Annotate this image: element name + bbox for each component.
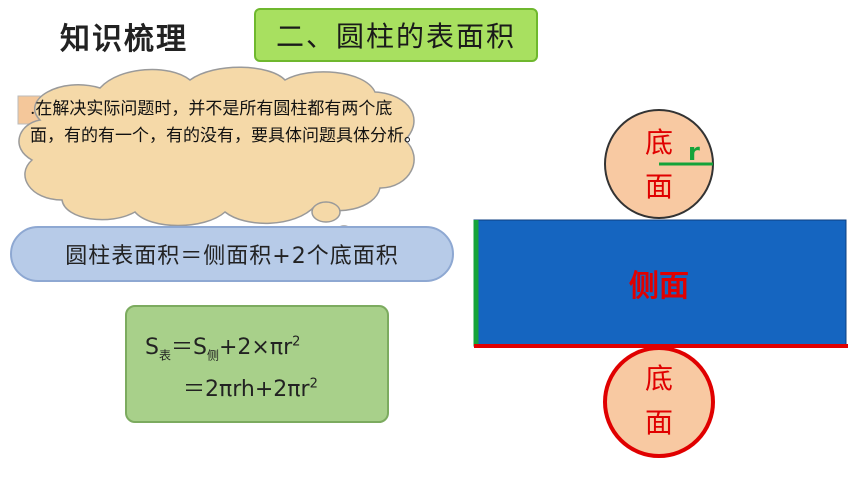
formula-words-pill: 圆柱表面积＝侧面积+2个底面积 (10, 226, 454, 282)
page-heading: 知识梳理 (60, 22, 188, 57)
cloud-callout (17, 66, 415, 244)
lateral-rectangle (473, 219, 847, 347)
top-circle-label-1: 底 (645, 126, 673, 159)
cloud-note-text: .在解决实际问题时，并不是所有圆柱都有两个底面，有的有一个，有的没有，要具体问题… (30, 99, 421, 146)
section-title: 二、圆柱的表面积 (254, 8, 538, 62)
cylinder-net-diagram: 底 面 r 侧面 底 面 (473, 109, 848, 458)
bottom-circle-label-2: 面 (645, 406, 673, 439)
lateral-label: 侧面 (629, 269, 689, 304)
cloud-bubble-large (311, 201, 341, 223)
formula-box: S表＝S侧+2×πr2 ＝2πrh+2πr2 (125, 305, 389, 423)
formula-line-2: ＝2πrh+2πr2 (183, 376, 318, 402)
cloud-shape (18, 66, 415, 227)
formula-line-1: S表＝S侧+2×πr2 (145, 334, 301, 363)
bottom-circle-label-1: 底 (645, 362, 673, 395)
top-circle-label-2: 面 (645, 170, 673, 203)
bottom-base-circle (603, 346, 715, 458)
radius-label: r (688, 138, 700, 166)
